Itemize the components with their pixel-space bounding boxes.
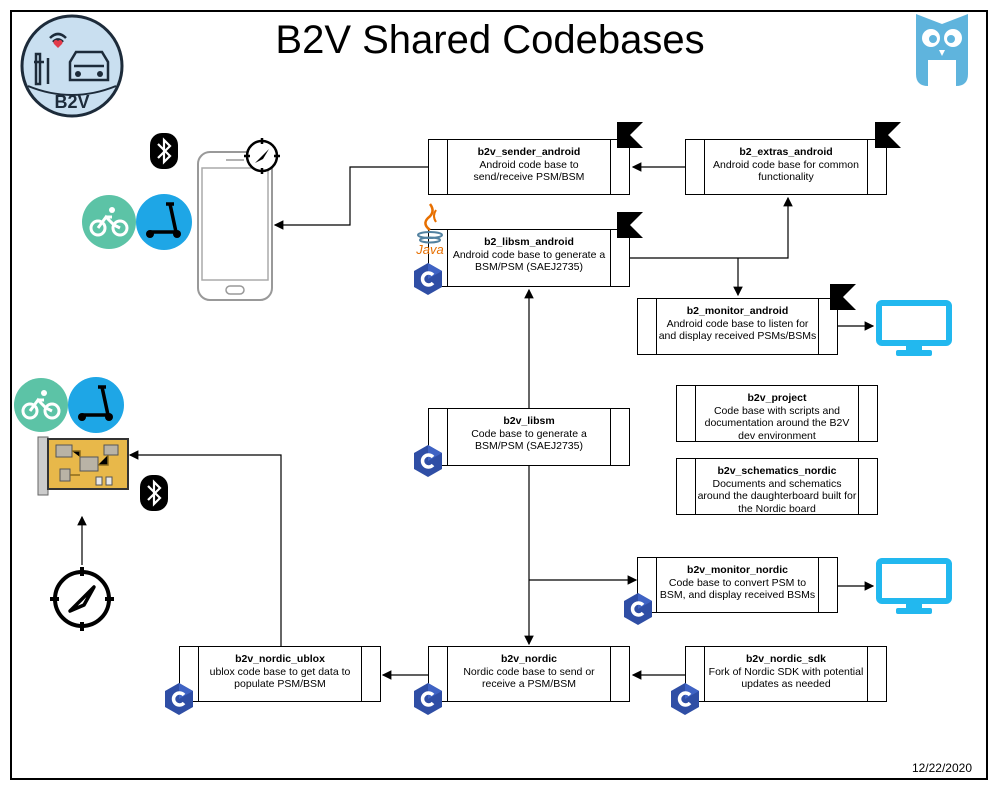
bicycle-icon xyxy=(14,378,68,432)
box-nordic-ublox: b2v_nordic_ublox ublox code base to get … xyxy=(179,646,381,702)
box-name: b2v_nordic_sdk xyxy=(746,653,826,665)
owl-logo-icon xyxy=(916,14,968,86)
box-desc: Documents and schematics around the daug… xyxy=(697,477,857,515)
page-title: B2V Shared Codebases xyxy=(275,18,705,62)
box-name: b2_extras_android xyxy=(739,146,833,158)
box-nordic-sdk: b2v_nordic_sdk Fork of Nordic SDK with p… xyxy=(685,646,887,702)
bluetooth-icon xyxy=(140,475,168,511)
box-name: b2_monitor_android xyxy=(686,305,789,317)
c-language-icon xyxy=(414,683,442,715)
diagram-frame xyxy=(10,10,988,780)
kotlin-icon xyxy=(830,284,856,310)
scooter-icon xyxy=(68,377,124,433)
box-libsm-android: b2_libsm_android Android code base to ge… xyxy=(428,229,630,287)
smartphone-icon xyxy=(197,151,273,301)
date-label: 12/22/2020 xyxy=(911,761,972,775)
bluetooth-icon xyxy=(150,133,178,169)
c-language-icon xyxy=(624,593,652,625)
arrow-libsm-android-to-extras xyxy=(630,196,793,259)
box-extras-android: b2_extras_android Android code base for … xyxy=(685,139,887,195)
monitor-icon xyxy=(876,558,952,614)
box-name: b2v_sender_android xyxy=(477,146,581,158)
box-desc: Android code base for common functionali… xyxy=(713,158,859,184)
java-label: Java xyxy=(415,242,443,256)
box-name: b2v_libsm xyxy=(503,415,555,427)
box-name: b2v_nordic_ublox xyxy=(235,653,325,665)
kotlin-icon xyxy=(875,122,901,148)
box-name: b2v_nordic xyxy=(500,653,558,665)
scooter-icon xyxy=(136,194,192,250)
b2v-logo-text: B2V xyxy=(54,92,89,112)
b2v-logo-icon: B2V xyxy=(20,14,124,118)
box-monitor-android: b2_monitor_android Android code base to … xyxy=(637,298,838,355)
circuit-board-icon xyxy=(37,436,129,496)
java-icon: Java xyxy=(415,203,444,256)
box-desc: Android code base to send/receive PSM/BS… xyxy=(473,158,585,184)
box-schematics-nordic: b2v_schematics_nordic Documents and sche… xyxy=(676,458,878,515)
c-language-icon xyxy=(165,683,193,715)
box-name: b2v_project xyxy=(747,392,807,404)
c-language-icon xyxy=(414,263,442,295)
c-language-icon xyxy=(414,445,442,477)
kotlin-icon xyxy=(617,122,643,148)
monitor-icon xyxy=(876,300,952,356)
box-desc: Android code base to generate a BSM/PSM … xyxy=(452,248,606,274)
box-project: b2v_project Code base with scripts and d… xyxy=(676,385,878,442)
compass-icon xyxy=(244,138,280,174)
kotlin-icon xyxy=(617,212,643,238)
box-name: b2v_schematics_nordic xyxy=(717,465,837,477)
box-desc: Code base with scripts and documentation… xyxy=(704,404,850,442)
box-desc: Fork of Nordic SDK with potential update… xyxy=(708,665,864,691)
box-desc: Nordic code base to send or receive a PS… xyxy=(463,665,595,691)
arrow-sender-to-phone xyxy=(273,166,428,230)
box-name: b2v_monitor_nordic xyxy=(687,564,788,576)
bicycle-icon xyxy=(82,195,136,249)
box-nordic: b2v_nordic Nordic code base to send or r… xyxy=(428,646,630,702)
arrow-ublox-to-board xyxy=(128,450,282,646)
box-desc: ublox code base to get data to populate … xyxy=(209,665,351,691)
box-libsm: b2v_libsm Code base to generate a BSM/PS… xyxy=(428,408,630,466)
box-desc: Code base to generate a BSM/PSM (SAEJ273… xyxy=(471,427,587,453)
c-language-icon xyxy=(671,683,699,715)
box-desc: Android code base to listen for and disp… xyxy=(658,317,817,343)
box-monitor-nordic: b2v_monitor_nordic Code base to convert … xyxy=(637,557,838,613)
compass-icon xyxy=(50,567,114,631)
box-desc: Code base to convert PSM to BSM, and dis… xyxy=(659,576,816,602)
box-sender-android: b2v_sender_android Android code base to … xyxy=(428,139,630,195)
box-name: b2_libsm_android xyxy=(484,236,574,248)
